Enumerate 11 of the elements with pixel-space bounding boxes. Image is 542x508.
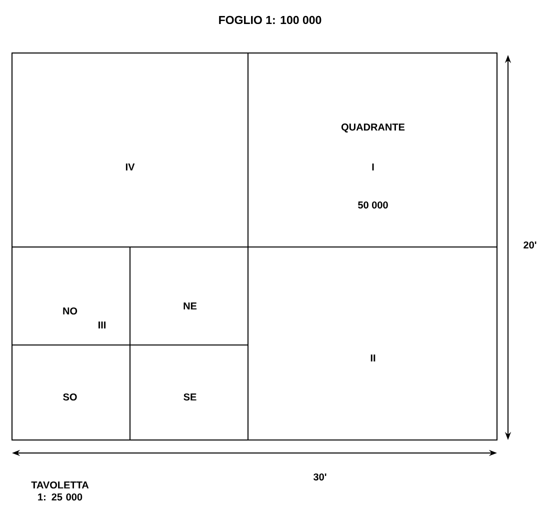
dimension-label: 30' — [313, 473, 326, 481]
quadrant-box: II — [248, 246, 498, 440]
dimension-label: 20' — [524, 241, 536, 249]
tile-box: NE — [130, 246, 248, 346]
tile-box: SE — [130, 344, 248, 440]
node-label: FOGLIO 1: 100 000 — [219, 16, 322, 24]
tile-box: SO — [12, 344, 130, 440]
quadrant-box: QUADRANTE I 50 000 — [248, 52, 498, 248]
quadrant-box: IV — [12, 52, 248, 248]
caption-text: TAVOLETTA 1: 25 000 — [31, 481, 89, 501]
quadrant-number: III — [98, 322, 106, 328]
